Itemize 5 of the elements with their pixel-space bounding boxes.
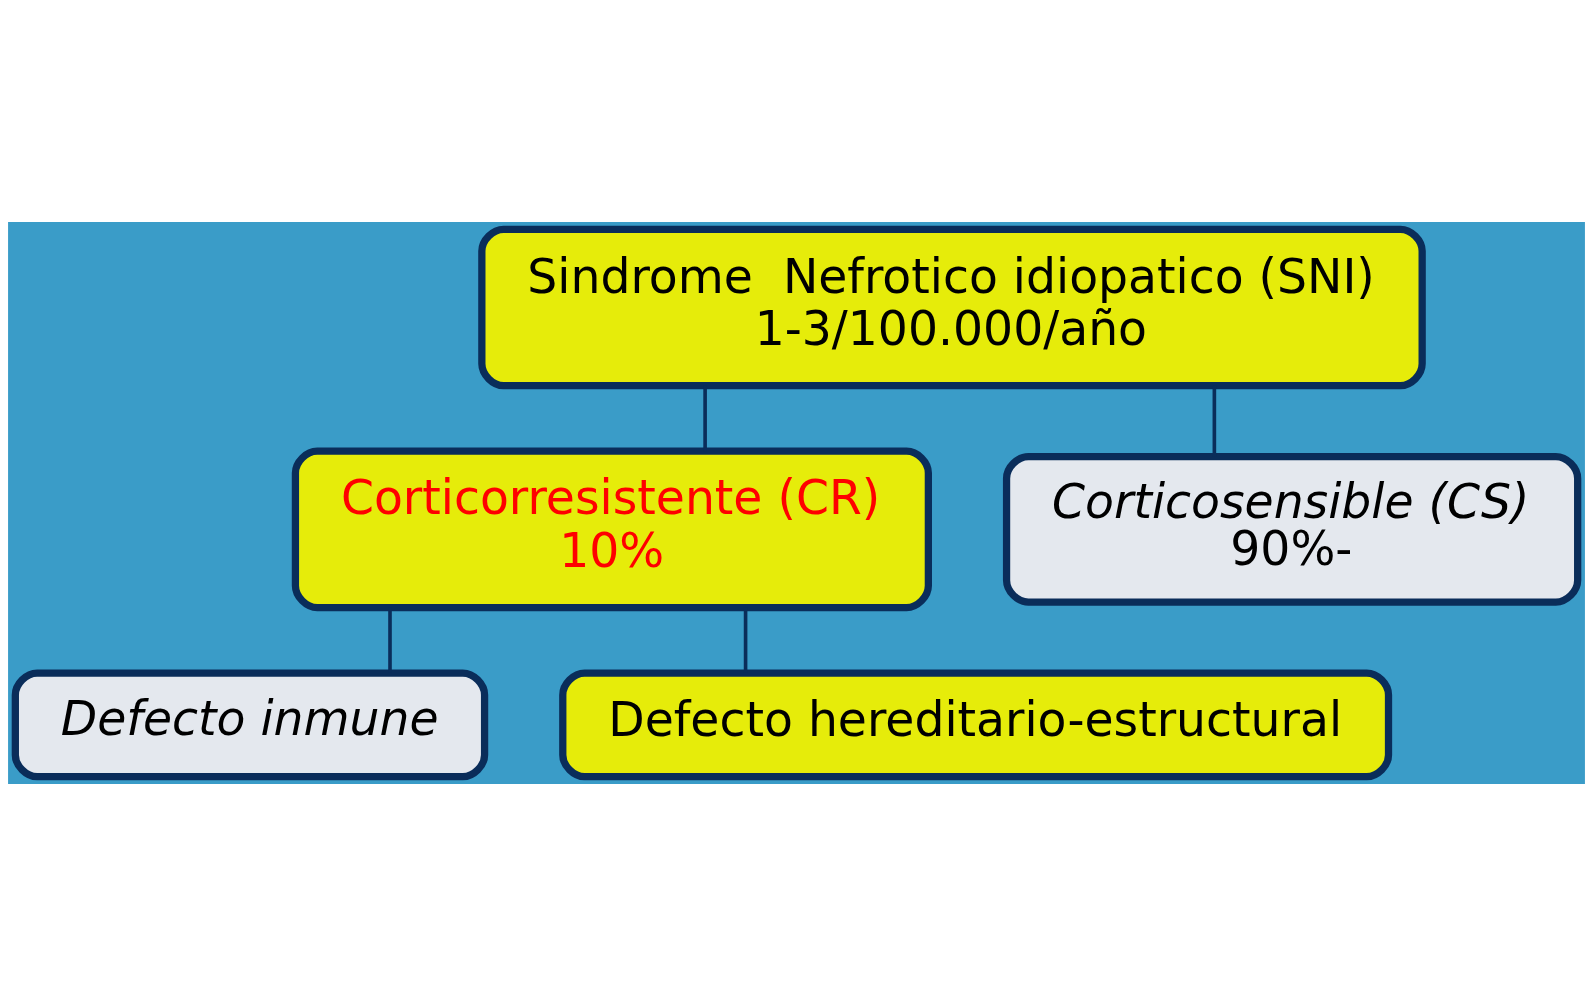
node-box: Corticosensible (CS) 90%- <box>1002 453 1582 606</box>
node-box: Defecto hereditario-estructural <box>559 669 1393 781</box>
node-box: Defecto inmune <box>11 669 489 781</box>
node-box: Sindrome Nefrotico idiopatico (SNI) 1-3/100.000/año <box>478 225 1426 390</box>
node-box: Corticorresistente (CR) 10% <box>291 447 932 612</box>
